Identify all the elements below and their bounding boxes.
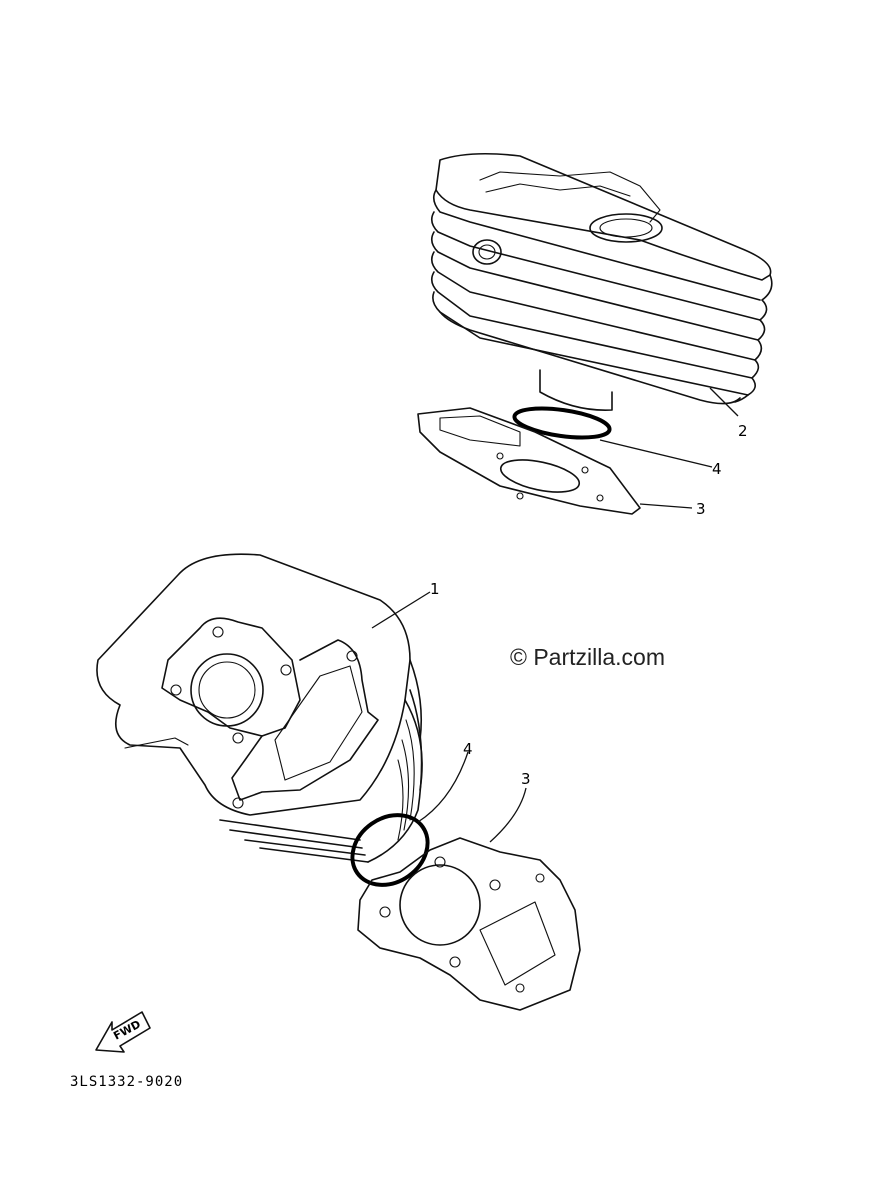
callout-part-2: 2 — [738, 422, 748, 440]
callout-part-3-bottom: 3 — [521, 770, 531, 788]
oring-lower[interactable] — [339, 801, 441, 899]
gasket-lower[interactable] — [357, 837, 581, 1011]
part-code: 3LS1332-9020 — [70, 1074, 183, 1090]
gasket-upper[interactable] — [417, 407, 641, 515]
callout-part-4-bottom: 4 — [463, 740, 473, 758]
oring-upper[interactable] — [512, 403, 612, 442]
cylinder-lower[interactable] — [96, 553, 423, 863]
fwd-arrow-icon: FWD — [95, 1011, 151, 1053]
callout-part-3-top: 3 — [696, 500, 706, 518]
callout-part-4-top: 4 — [712, 460, 722, 478]
watermark: © Partzilla.com — [510, 644, 665, 670]
cylinder-upper[interactable] — [430, 152, 773, 411]
callout-part-1: 1 — [430, 580, 440, 598]
